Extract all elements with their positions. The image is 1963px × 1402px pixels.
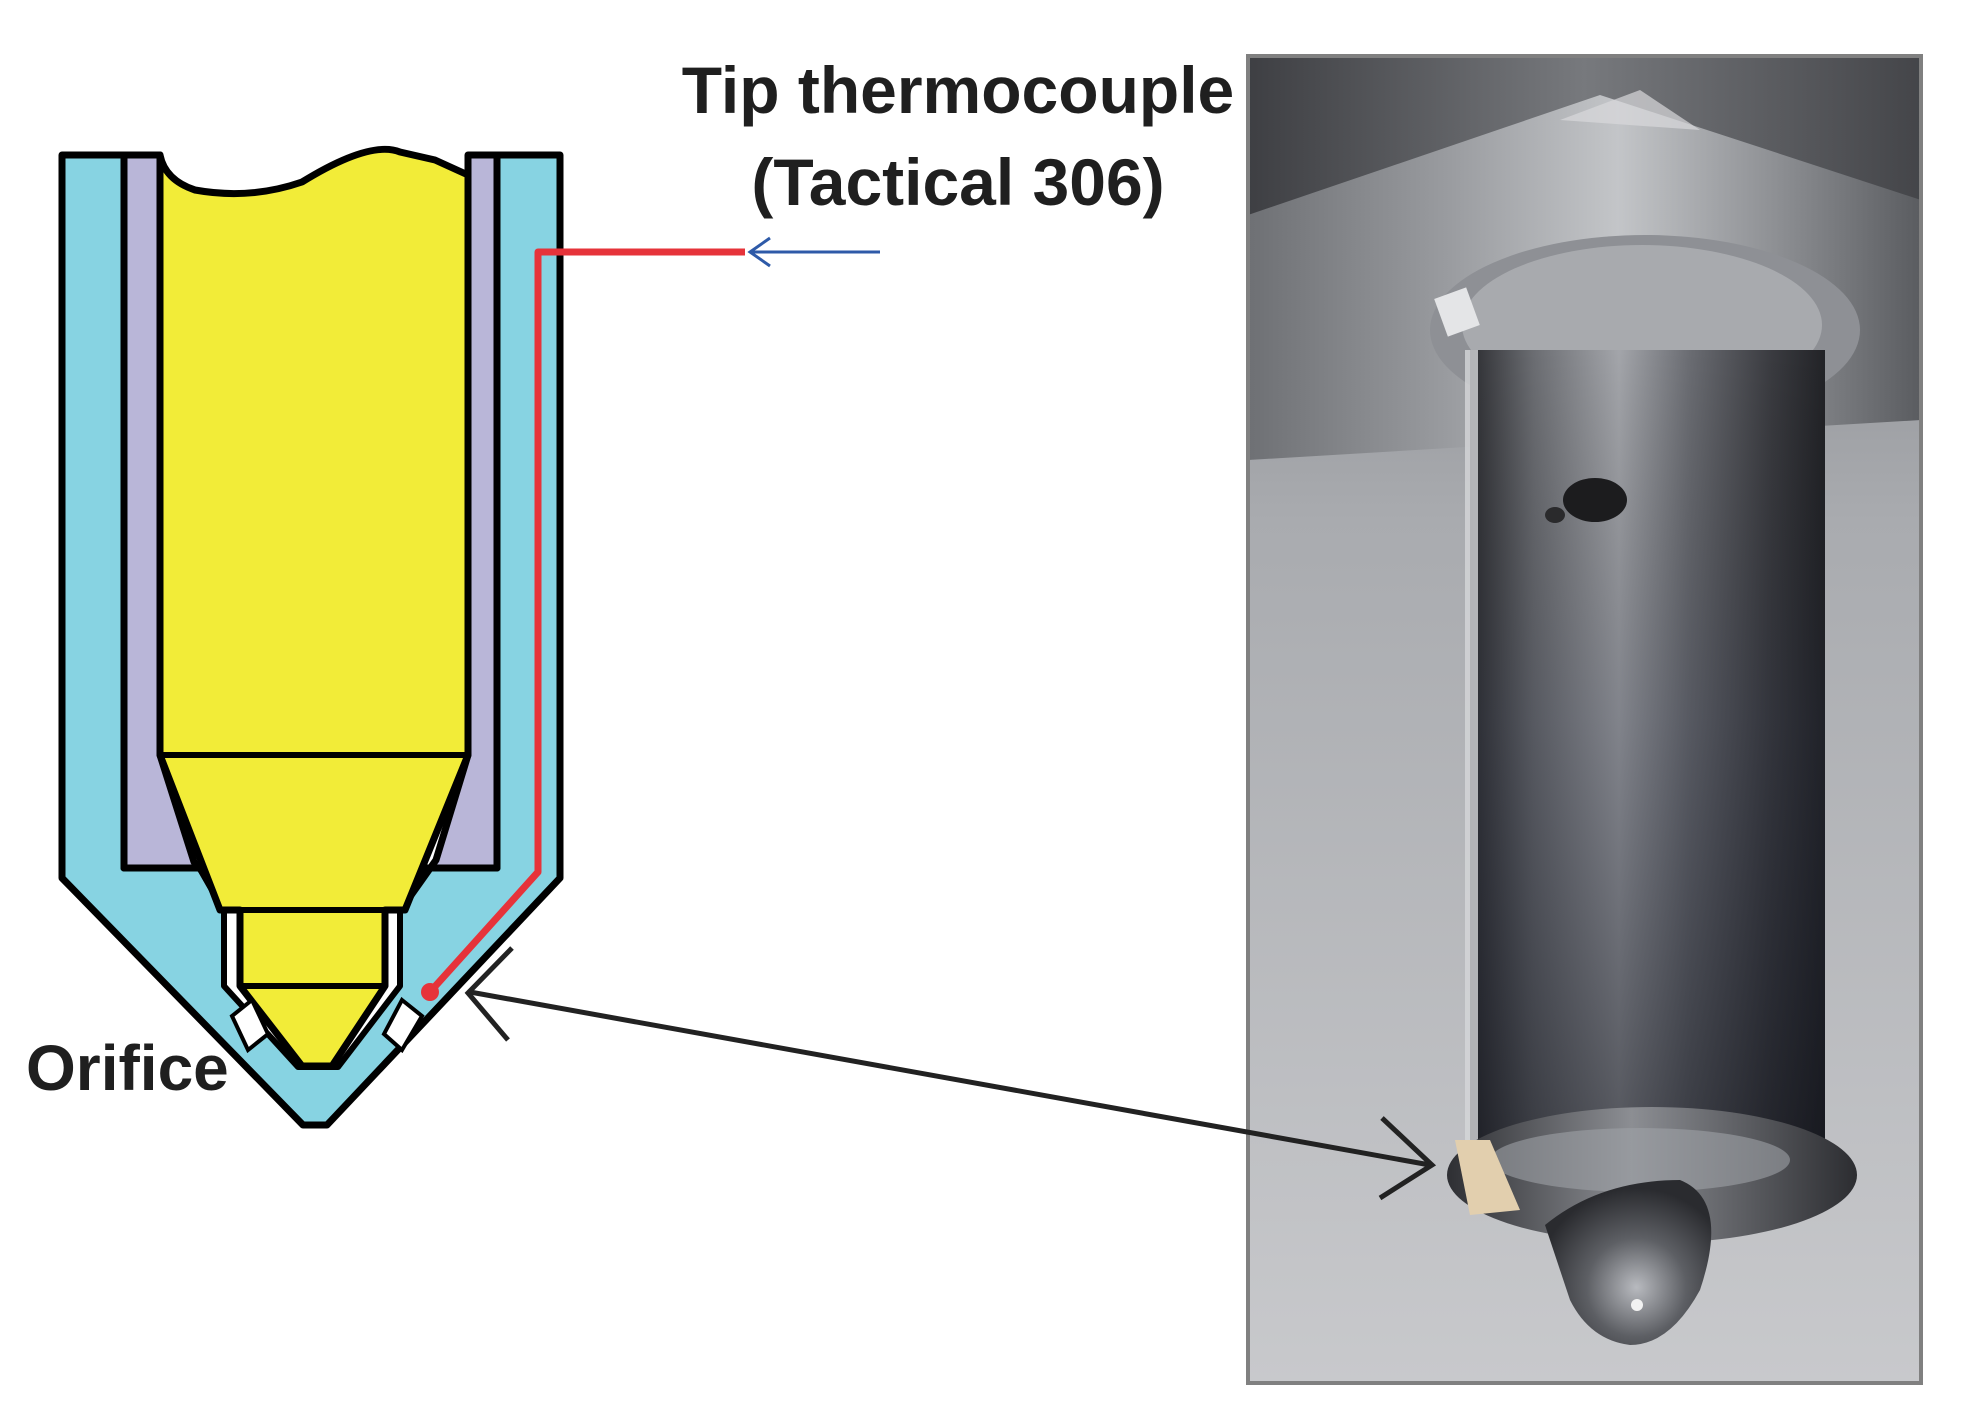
thermocouple-wire: [427, 248, 745, 995]
injector-needle: [156, 145, 472, 1070]
thermocouple-pointer-arrow: [747, 236, 880, 268]
thermocouple-junction: [421, 983, 439, 1001]
thermocouple-label-line1: Tip thermocouple: [682, 53, 1235, 127]
orifice-hole-right: [381, 996, 425, 1054]
orifice-hole-left: [229, 996, 271, 1054]
orifice-label: Orifice: [26, 1032, 229, 1104]
injector-cross-section: [58, 145, 745, 1129]
thermocouple-label-line2: (Tactical 306): [751, 145, 1164, 219]
location-double-arrow: [464, 946, 1437, 1201]
photo-frame: [1246, 54, 1923, 1385]
injector-tip-photo: [1248, 56, 1921, 1383]
